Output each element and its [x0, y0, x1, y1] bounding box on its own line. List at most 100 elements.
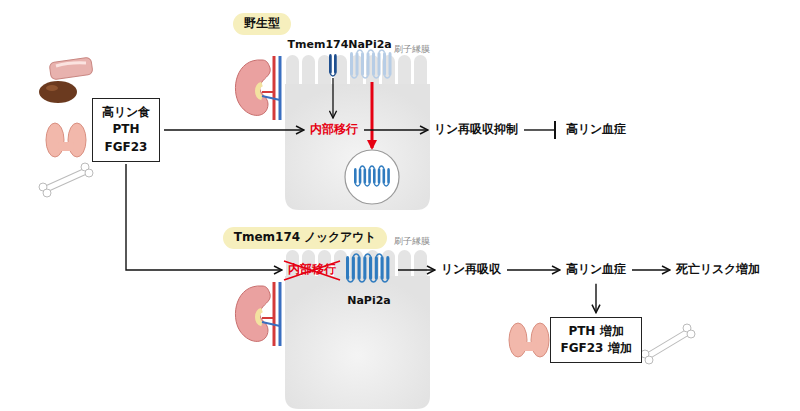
helix-loop: [379, 166, 384, 168]
group-tag: 野生型: [233, 13, 291, 34]
helix: [363, 256, 366, 280]
helix-loop: [371, 280, 377, 282]
helix: [358, 256, 361, 280]
helix-loop: [382, 280, 388, 282]
tubule-cell: [285, 55, 430, 210]
node-text: リン再吸収抑制: [434, 121, 518, 138]
membrane-label: 刷子縁膜: [394, 43, 430, 56]
helix: [386, 256, 389, 280]
helix-loop: [374, 76, 380, 78]
arrow-connector: [632, 269, 670, 270]
arrow-connector: [364, 129, 428, 130]
process-label: 内部移行: [308, 120, 360, 139]
group-tag: Tmem174 ノックアウト: [223, 227, 388, 248]
endosome-vesicle: [345, 150, 399, 204]
node-text: リン再吸収: [441, 261, 501, 278]
helix-loop: [384, 184, 389, 186]
helix: [383, 52, 386, 76]
node-text: 内部移行: [310, 121, 358, 138]
helix: [354, 168, 357, 184]
helix: [356, 52, 359, 76]
helix: [329, 54, 332, 74]
helix-loop: [352, 76, 358, 78]
thyroid-icon: [46, 123, 86, 157]
node-text: 野生型: [244, 15, 280, 32]
helix-loop: [360, 166, 365, 168]
helix-loop: [365, 254, 371, 256]
helix: [368, 168, 371, 184]
bone-icon: [39, 163, 93, 197]
tubule-cell: [285, 250, 430, 409]
helix-loop: [374, 184, 379, 186]
helix-loop: [365, 184, 370, 186]
result-box: PTH 増加FGF23 増加: [550, 317, 641, 364]
helix-loop: [330, 74, 335, 76]
helix: [346, 256, 349, 280]
helix-loop: [355, 184, 360, 186]
arrow-connector: [164, 129, 304, 130]
helix: [352, 256, 355, 280]
helix: [378, 168, 381, 184]
transporter-protein: [354, 166, 390, 186]
transporter-protein: [346, 254, 389, 282]
helix: [350, 52, 353, 76]
helix-loop: [348, 280, 354, 282]
helix-loop: [363, 76, 369, 78]
helix: [381, 256, 384, 280]
arrow-connector: [398, 269, 435, 270]
node-text: PTH 増加: [560, 323, 631, 340]
helix: [375, 256, 378, 280]
node-text: 高リン食: [102, 104, 150, 121]
inhibition-connector: [524, 129, 555, 130]
helix: [364, 168, 367, 184]
outcome-label: リン再吸収: [439, 260, 503, 279]
node-text: 高リン血症: [566, 121, 626, 138]
helix: [359, 168, 362, 184]
node-text: PTH: [102, 121, 150, 138]
helix-loop: [359, 280, 365, 282]
helix: [369, 256, 372, 280]
node-text: 内部移行: [288, 261, 336, 278]
kidney-icon: [235, 282, 280, 346]
helix: [361, 52, 364, 76]
meat-icon: [49, 57, 93, 80]
helix: [373, 168, 376, 184]
helix-loop: [376, 254, 382, 256]
helix-loop: [370, 166, 375, 168]
node-text: FGF23: [102, 139, 150, 156]
helix: [387, 168, 390, 184]
node-text: 高リン血症: [566, 261, 626, 278]
node-text: 死亡リスク増加: [676, 261, 760, 278]
input-box: 高リン食PTHFGF23: [92, 98, 160, 162]
leader-arrow: [332, 78, 333, 118]
arrow-connector: [126, 164, 282, 270]
transporter-protein: [329, 54, 337, 76]
helix: [334, 54, 337, 74]
arrow-connector: [507, 269, 560, 270]
helix-loop: [385, 76, 391, 78]
transporter-protein: [350, 50, 392, 78]
outcome-label: 死亡リスク増加: [674, 260, 762, 279]
liver-icon: [39, 81, 77, 103]
thyroid-icon: [509, 323, 549, 357]
kidney-icon: [235, 56, 280, 120]
protein-label: NaPi2a: [347, 294, 391, 307]
outcome-label: 高リン血症: [564, 120, 628, 139]
process-label: 内部移行: [286, 260, 338, 279]
protein-label: NaPi2a: [348, 38, 392, 51]
helix: [378, 52, 381, 76]
outcome-label: 高リン血症: [564, 260, 628, 279]
membrane-label: 刷子縁膜: [394, 235, 430, 248]
bone-icon: [641, 324, 695, 364]
helix: [383, 168, 386, 184]
internalization-arrow: [371, 82, 374, 148]
protein-label: Tmem174: [288, 38, 349, 51]
helix-loop: [353, 254, 359, 256]
helix: [389, 52, 392, 76]
helix: [372, 52, 375, 76]
blocked-cross: [284, 261, 340, 280]
node-text: FGF23 増加: [560, 340, 631, 357]
helix: [367, 52, 370, 76]
